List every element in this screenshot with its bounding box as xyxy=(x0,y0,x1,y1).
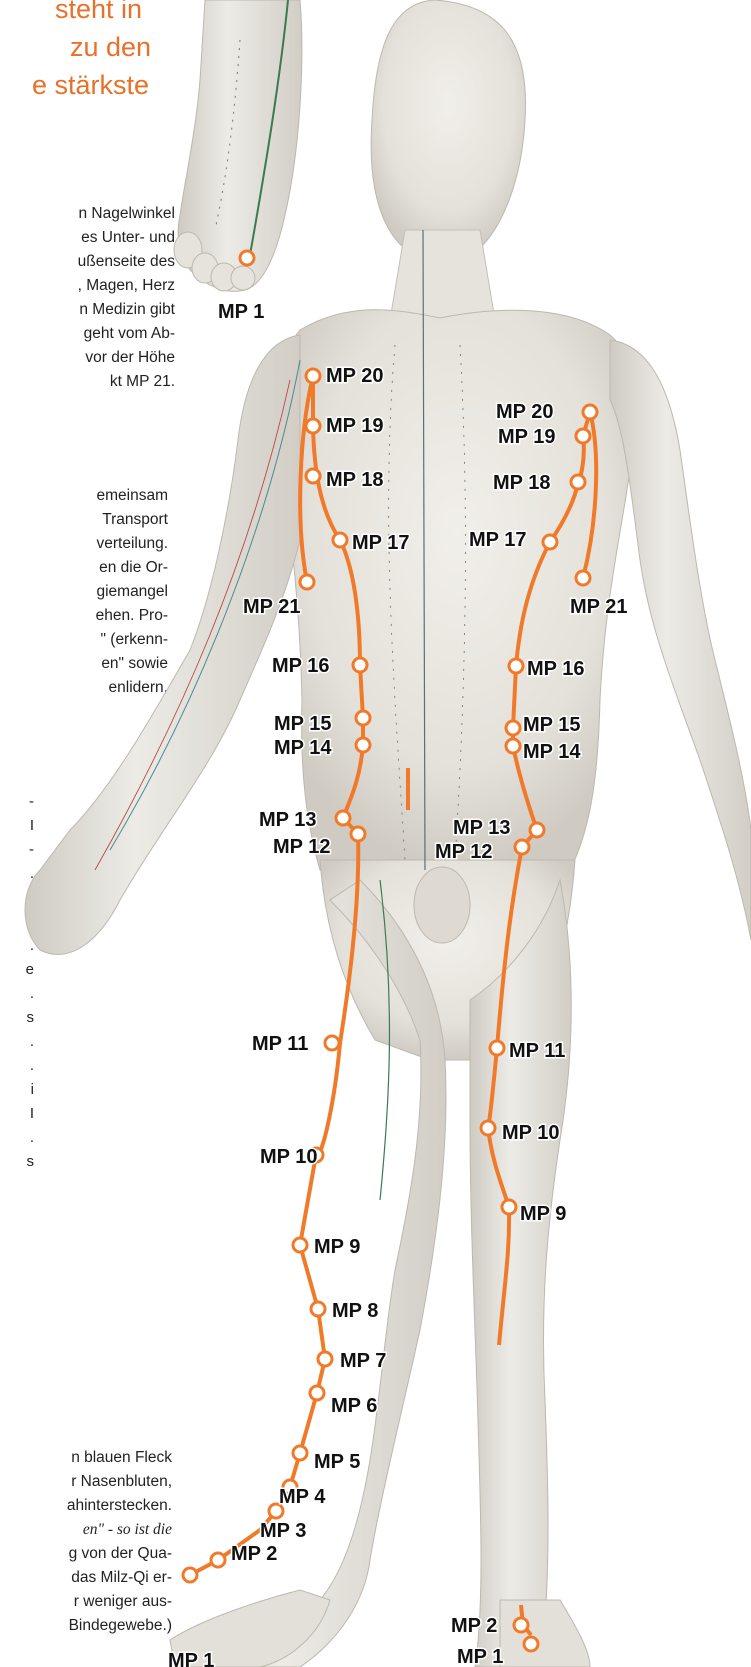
label-right-mp20: MP 20 xyxy=(496,401,553,423)
label-left-mp11: MP 11 xyxy=(252,1033,308,1055)
label-left-mp3: MP 3 xyxy=(260,1520,306,1542)
label-left-mp2: MP 2 xyxy=(231,1543,277,1565)
label-left-mp10: MP 10 xyxy=(260,1146,317,1168)
acupoint-left-mp5 xyxy=(293,1446,307,1460)
label-left-mp5: MP 5 xyxy=(314,1451,360,1473)
acupoint-left-mp20 xyxy=(306,369,320,383)
label-left-mp14: MP 14 xyxy=(274,737,332,759)
acupoint-left-mp21 xyxy=(300,575,314,589)
label-right-mp21: MP 21 xyxy=(570,596,627,618)
label-left-mp21: MP 21 xyxy=(243,596,300,618)
acupoint-right-mp2 xyxy=(514,1618,528,1632)
label-right-mp10: MP 10 xyxy=(502,1122,559,1144)
label-right-mp14: MP 14 xyxy=(523,741,581,763)
acupoint-right-mp18 xyxy=(571,475,585,489)
label-right-mp9: MP 9 xyxy=(520,1203,566,1225)
acupoint-right-mp21 xyxy=(576,571,590,585)
acupoint-right-mp19 xyxy=(576,429,590,443)
label-left-mp8: MP 8 xyxy=(332,1300,378,1322)
label-left-mp7: MP 7 xyxy=(340,1350,386,1372)
acupoint-right-mp10 xyxy=(481,1121,495,1135)
label-left-mp19: MP 19 xyxy=(326,415,383,437)
acupoint-right-mp1 xyxy=(524,1637,538,1651)
label-right-mp2: MP 2 xyxy=(451,1615,497,1637)
label-right-mp13: MP 13 xyxy=(453,817,510,839)
label-left-mp20: MP 20 xyxy=(326,365,383,387)
label-right-mp18: MP 18 xyxy=(493,472,550,494)
acupoint-left-mp7 xyxy=(318,1352,332,1366)
label-left-mp6: MP 6 xyxy=(331,1395,377,1417)
label-left-mp12: MP 12 xyxy=(273,836,330,858)
acupoint-right-mp17 xyxy=(543,535,557,549)
acupoint-right-mp12 xyxy=(515,840,529,854)
label-right-mp1: MP 1 xyxy=(457,1646,503,1667)
acupoint-left-mp2 xyxy=(211,1553,225,1567)
acupoint-left-mp9 xyxy=(293,1238,307,1252)
label-right-mp11: MP 11 xyxy=(509,1040,565,1062)
acupoint-left-mp1 xyxy=(183,1568,197,1582)
foot-mp1-label: MP 1 xyxy=(218,301,264,323)
acupoint-left-mp8 xyxy=(311,1302,325,1316)
acupoint-right-mp9 xyxy=(502,1200,516,1214)
label-left-mp18: MP 18 xyxy=(326,469,383,491)
acupoint-left-mp16 xyxy=(353,658,367,672)
label-left-mp17: MP 17 xyxy=(352,532,409,554)
acupoint-right-mp11 xyxy=(490,1041,504,1055)
label-right-mp17: MP 17 xyxy=(469,529,526,551)
foot-inset xyxy=(174,0,302,291)
label-right-mp12: MP 12 xyxy=(435,841,492,863)
acupoint-left-mp19 xyxy=(306,419,320,433)
acupoint-foot-mp1 xyxy=(240,251,254,265)
acupoint-right-mp14 xyxy=(506,739,520,753)
acupoint-left-mp11 xyxy=(325,1036,339,1050)
label-right-mp16: MP 16 xyxy=(527,658,584,680)
acupoint-right-mp15 xyxy=(506,721,520,735)
acupoint-left-mp18 xyxy=(306,469,320,483)
acupoint-left-mp15 xyxy=(356,711,370,725)
label-left-mp13: MP 13 xyxy=(259,809,316,831)
label-left-mp4: MP 4 xyxy=(279,1486,326,1508)
acupoint-left-mp6 xyxy=(310,1386,324,1400)
label-right-mp15: MP 15 xyxy=(523,714,580,736)
label-left-mp15: MP 15 xyxy=(274,713,331,735)
acupoint-right-mp20 xyxy=(583,405,597,419)
acupoint-left-mp17 xyxy=(333,533,347,547)
acupoint-left-mp12 xyxy=(351,827,365,841)
acupoint-left-mp13 xyxy=(336,811,350,825)
label-right-mp19: MP 19 xyxy=(498,426,555,448)
mannequin-body xyxy=(25,0,751,1667)
label-left-mp9: MP 9 xyxy=(314,1236,360,1258)
label-left-mp1: MP 1 xyxy=(168,1650,214,1667)
acupoint-right-mp16 xyxy=(509,659,523,673)
acupoint-right-mp13 xyxy=(530,823,544,837)
acupoint-left-mp14 xyxy=(356,738,370,752)
label-left-mp16: MP 16 xyxy=(272,655,329,677)
